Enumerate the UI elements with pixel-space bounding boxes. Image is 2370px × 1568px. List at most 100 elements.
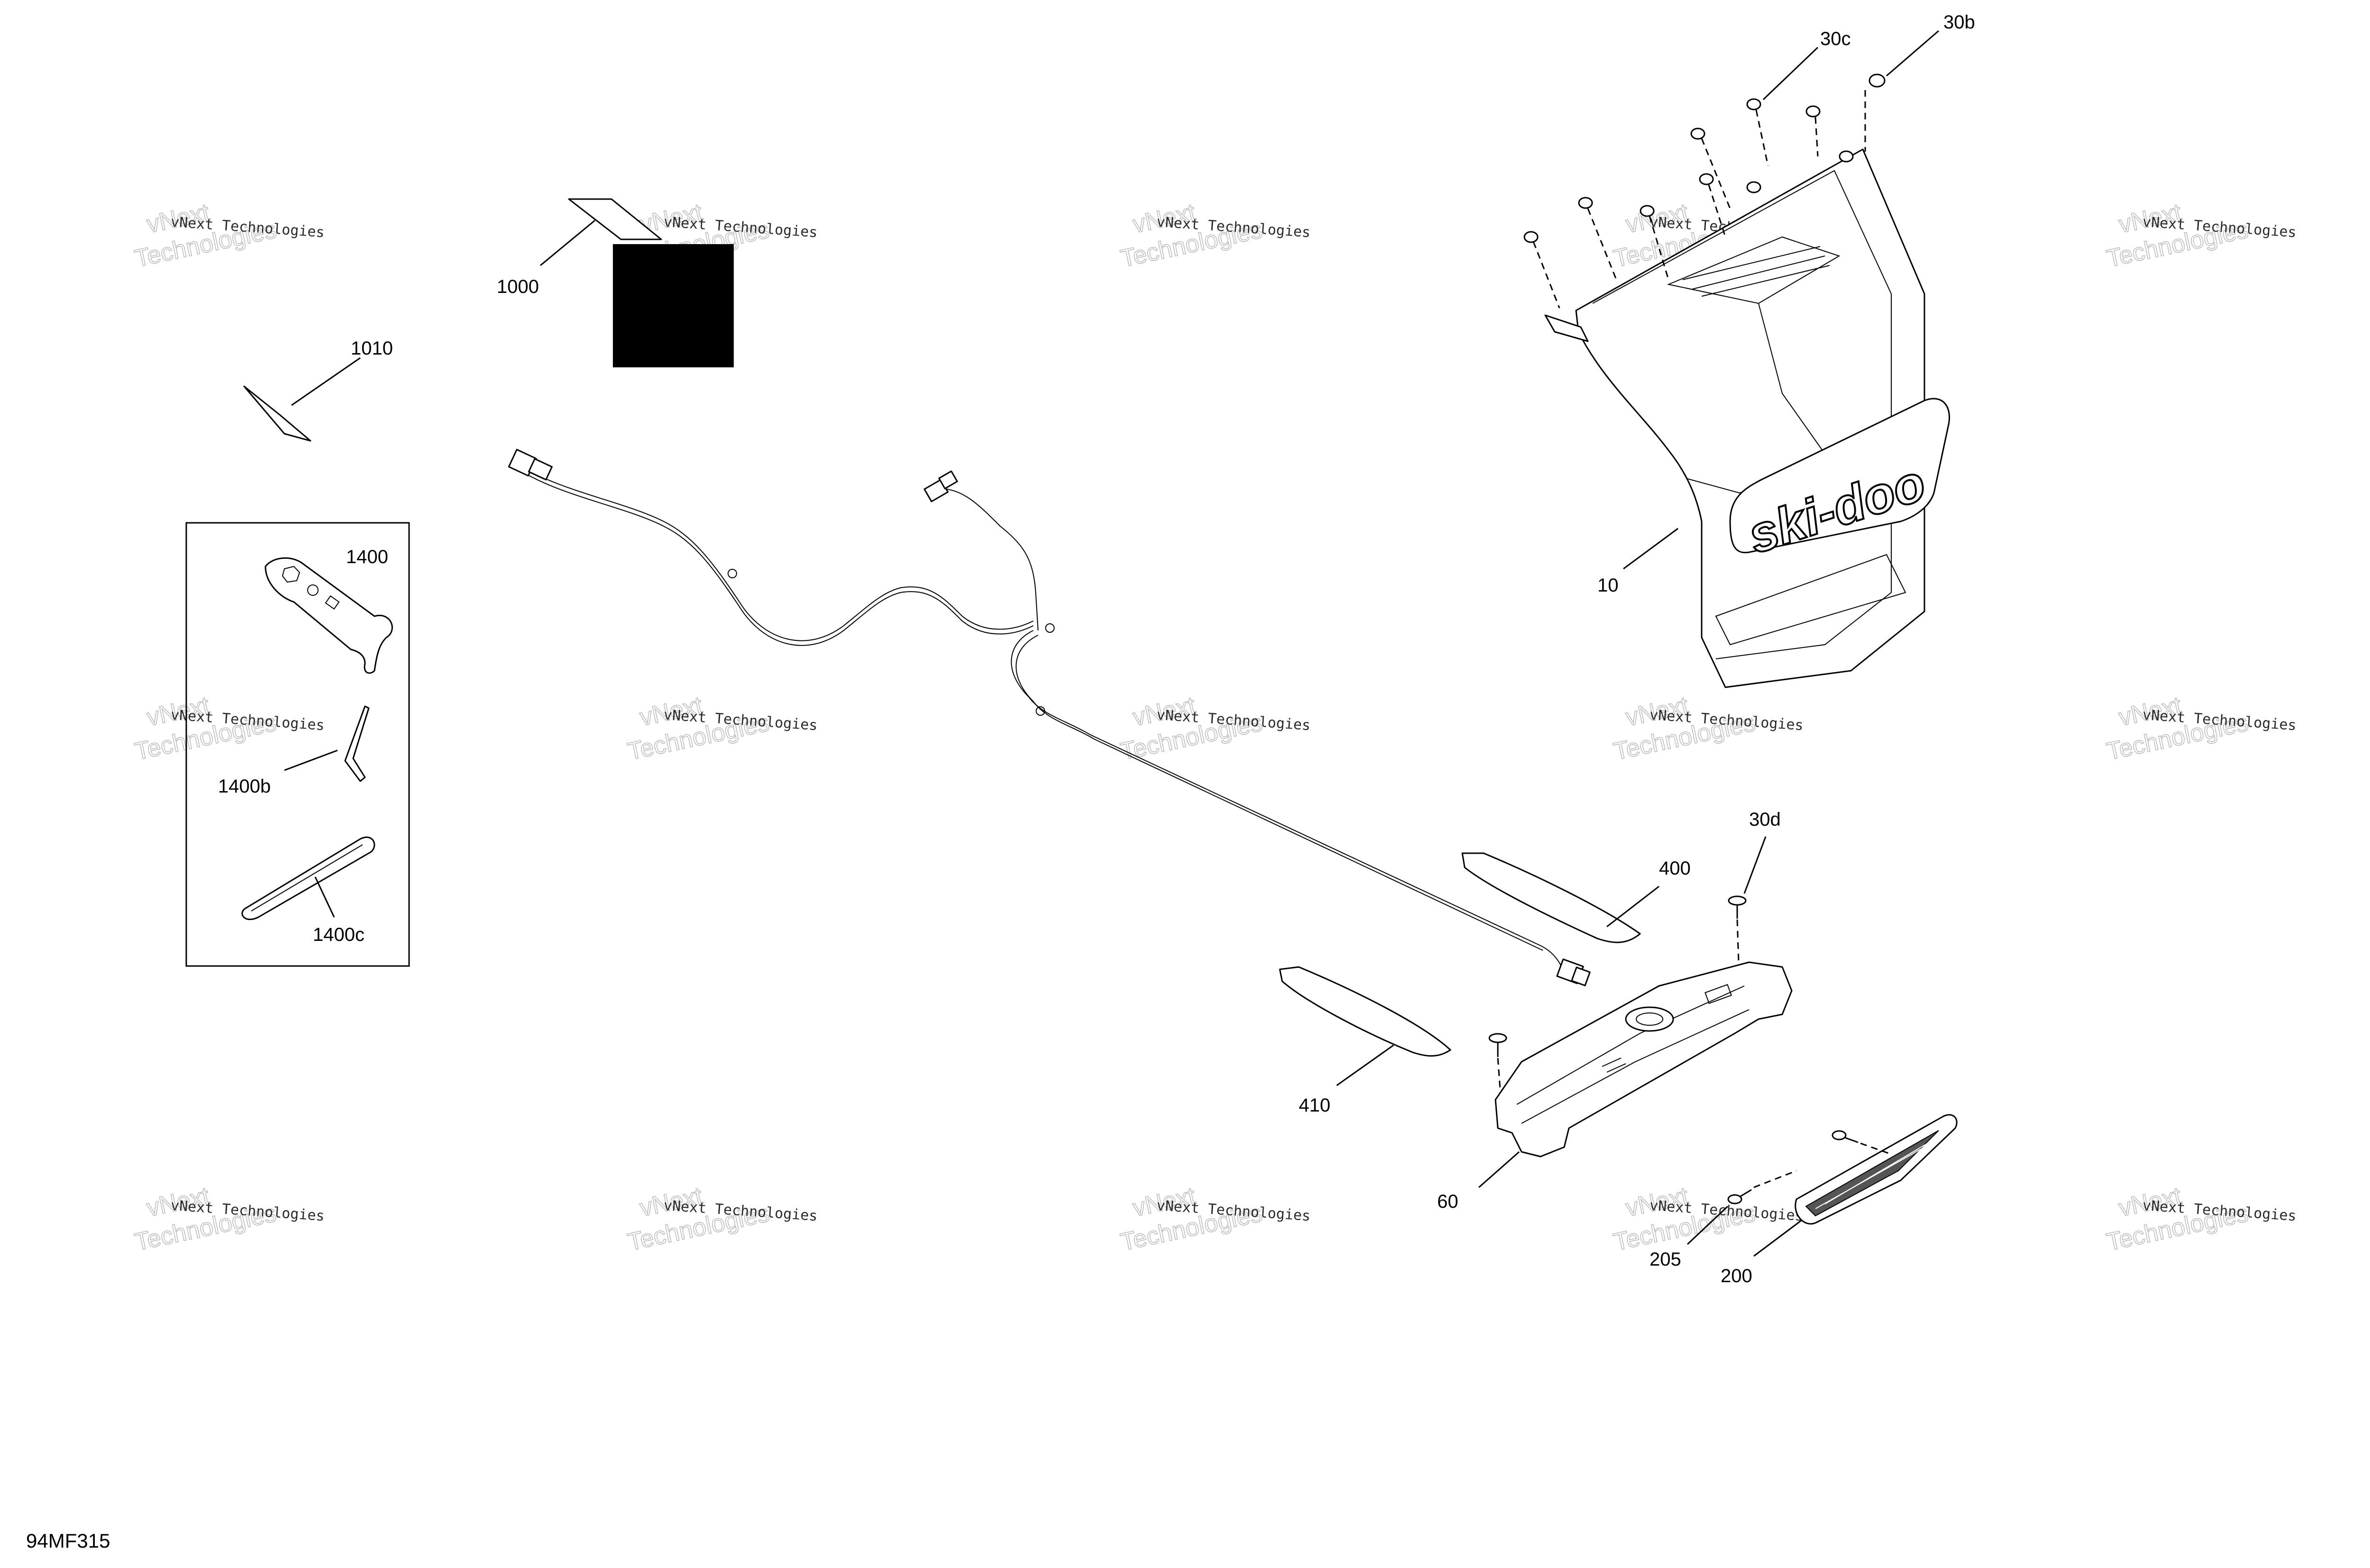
fastener-axis (1814, 117, 1819, 157)
harness-clip-1 (728, 569, 737, 578)
housing-dome-inner (1636, 1012, 1663, 1026)
housing-slot-2 (1606, 1063, 1626, 1073)
fastener-30b (1864, 73, 1886, 152)
fastener-washer (1746, 181, 1761, 193)
housing-outline (1495, 961, 1793, 1158)
vent-line-2 (1692, 255, 1825, 290)
part-60-housing[interactable]: 60 (1437, 961, 1793, 1212)
part-200-grille[interactable]: 200 (1721, 1114, 1958, 1286)
screw (1832, 1130, 1892, 1155)
callout-205: 205 (1650, 1249, 1681, 1270)
fastener-washer (1640, 205, 1655, 217)
part-10-front-panel[interactable]: ski-doo 10 (1544, 148, 1951, 688)
housing-grille (1705, 984, 1732, 1004)
callout-30d: 30d (1749, 809, 1781, 830)
callout-60: 60 (1437, 1191, 1458, 1212)
wrench-square-hole (325, 595, 340, 610)
fastener (1746, 98, 1769, 166)
harness-clip-3 (1036, 706, 1045, 716)
fastener-axis (1532, 241, 1560, 309)
fastener-washer (1805, 105, 1821, 118)
callout-leader-60 (1478, 1151, 1520, 1188)
callout-1400c: 1400c (313, 924, 365, 945)
callout-leader-410 (1336, 1044, 1394, 1086)
part-1000-label[interactable]: 1000 (497, 198, 734, 367)
fastener-washer (1523, 231, 1539, 243)
wrench-hex-hole (282, 565, 301, 583)
panel-lower-rib (1715, 554, 1906, 646)
strip-400-shape (1461, 852, 1641, 943)
fastener (1578, 197, 1617, 280)
part-205-screw[interactable]: 205 (1650, 1170, 1797, 1270)
fastener-axis (1755, 109, 1769, 166)
screw (1728, 895, 1747, 963)
fastener (1523, 231, 1560, 309)
fastener-washer (1690, 128, 1705, 140)
wiring-harness[interactable] (508, 448, 1591, 986)
panel-mount-tab (1544, 314, 1589, 342)
callout-leader-1000 (540, 219, 595, 266)
screw-axis (1497, 1057, 1501, 1091)
panel-vent (1667, 236, 1841, 304)
logo-plate (1729, 398, 1951, 554)
panel-fasteners[interactable]: 30c 30b (1523, 12, 1975, 309)
harness-long-wire (1011, 630, 1565, 972)
tool-kit-frame (185, 522, 410, 967)
harness-main-wire-b (526, 474, 1034, 646)
watermark: vNext Technologies vNext Technologies (132, 691, 325, 766)
fastener-axis (1701, 138, 1731, 209)
callout-leader-400 (1606, 885, 1659, 928)
screw-head (1488, 1033, 1507, 1043)
fastener (1805, 105, 1821, 157)
connector-top (923, 470, 958, 502)
connector-right-boot (1571, 966, 1591, 986)
screw-axis (1753, 1170, 1797, 1188)
grille-bar-2 (1824, 1142, 1930, 1204)
screw-axis (1860, 1142, 1892, 1155)
screw-shank (1844, 1137, 1859, 1143)
callout-leader-1010 (291, 357, 361, 406)
harness-long-wire-b (1015, 635, 1543, 951)
fastener-axis (1587, 208, 1617, 280)
wrench-round-hole (307, 584, 319, 596)
part-1400c-tool[interactable]: 1400c (241, 836, 375, 945)
tool-slot (251, 844, 363, 912)
fastener-axis (1708, 184, 1726, 237)
part-1000-black-panel (613, 244, 734, 367)
watermark: vNext Technologies vNext Technologies (1118, 198, 1311, 273)
part-400-strip[interactable]: 400 (1461, 852, 1691, 943)
part-1400b-hex-key[interactable]: 1400b (218, 705, 370, 797)
callout-leader-200 (1753, 1220, 1802, 1257)
screw-head (1728, 895, 1747, 906)
watermark: vNext Technologies vNext Technologies (2104, 1182, 2297, 1257)
callout-leader-1400c (314, 876, 335, 918)
fastener-washer (1869, 73, 1886, 88)
callout-1000: 1000 (497, 276, 539, 297)
callout-10: 10 (1597, 575, 1619, 596)
vent-line-3 (1701, 265, 1830, 297)
watermark: vNext Technologies vNext Technologies (2104, 691, 2297, 766)
watermark: vNext Technologies vNext Technologies (132, 1182, 325, 1257)
connector-top-boot (938, 470, 958, 490)
housing-ridge-2 (1521, 1009, 1750, 1124)
fastener (1640, 205, 1669, 280)
part-30d-screws[interactable]: 30d (1488, 809, 1781, 1091)
part-1000-decal-shape (568, 198, 662, 240)
part-1010-label[interactable]: 1010 (243, 338, 393, 442)
watermark: vNext Technologies vNext Technologies (1611, 1182, 1804, 1257)
housing-ridge-1 (1516, 985, 1745, 1105)
wrench-body (264, 557, 393, 674)
panel-outline (1575, 148, 1925, 688)
callout-leader-30c (1762, 46, 1819, 100)
screw-axis (1736, 919, 1740, 963)
screw-head (1832, 1130, 1847, 1140)
panel-crease-1 (1758, 303, 1840, 474)
watermark: vNext Technologies vNext Technologies (1611, 691, 1804, 766)
part-1010-decal-shape (243, 385, 311, 442)
watermark: vNext Technologies vNext Technologies (625, 691, 818, 766)
part-1400-wrench[interactable]: 1400 (264, 547, 393, 674)
part-410-strip[interactable]: 410 (1279, 966, 1451, 1116)
tool-kit-group: 1400 1400b 1400c (185, 522, 410, 967)
harness-clip-2 (1045, 623, 1055, 633)
callout-leader-1400b (284, 749, 338, 771)
